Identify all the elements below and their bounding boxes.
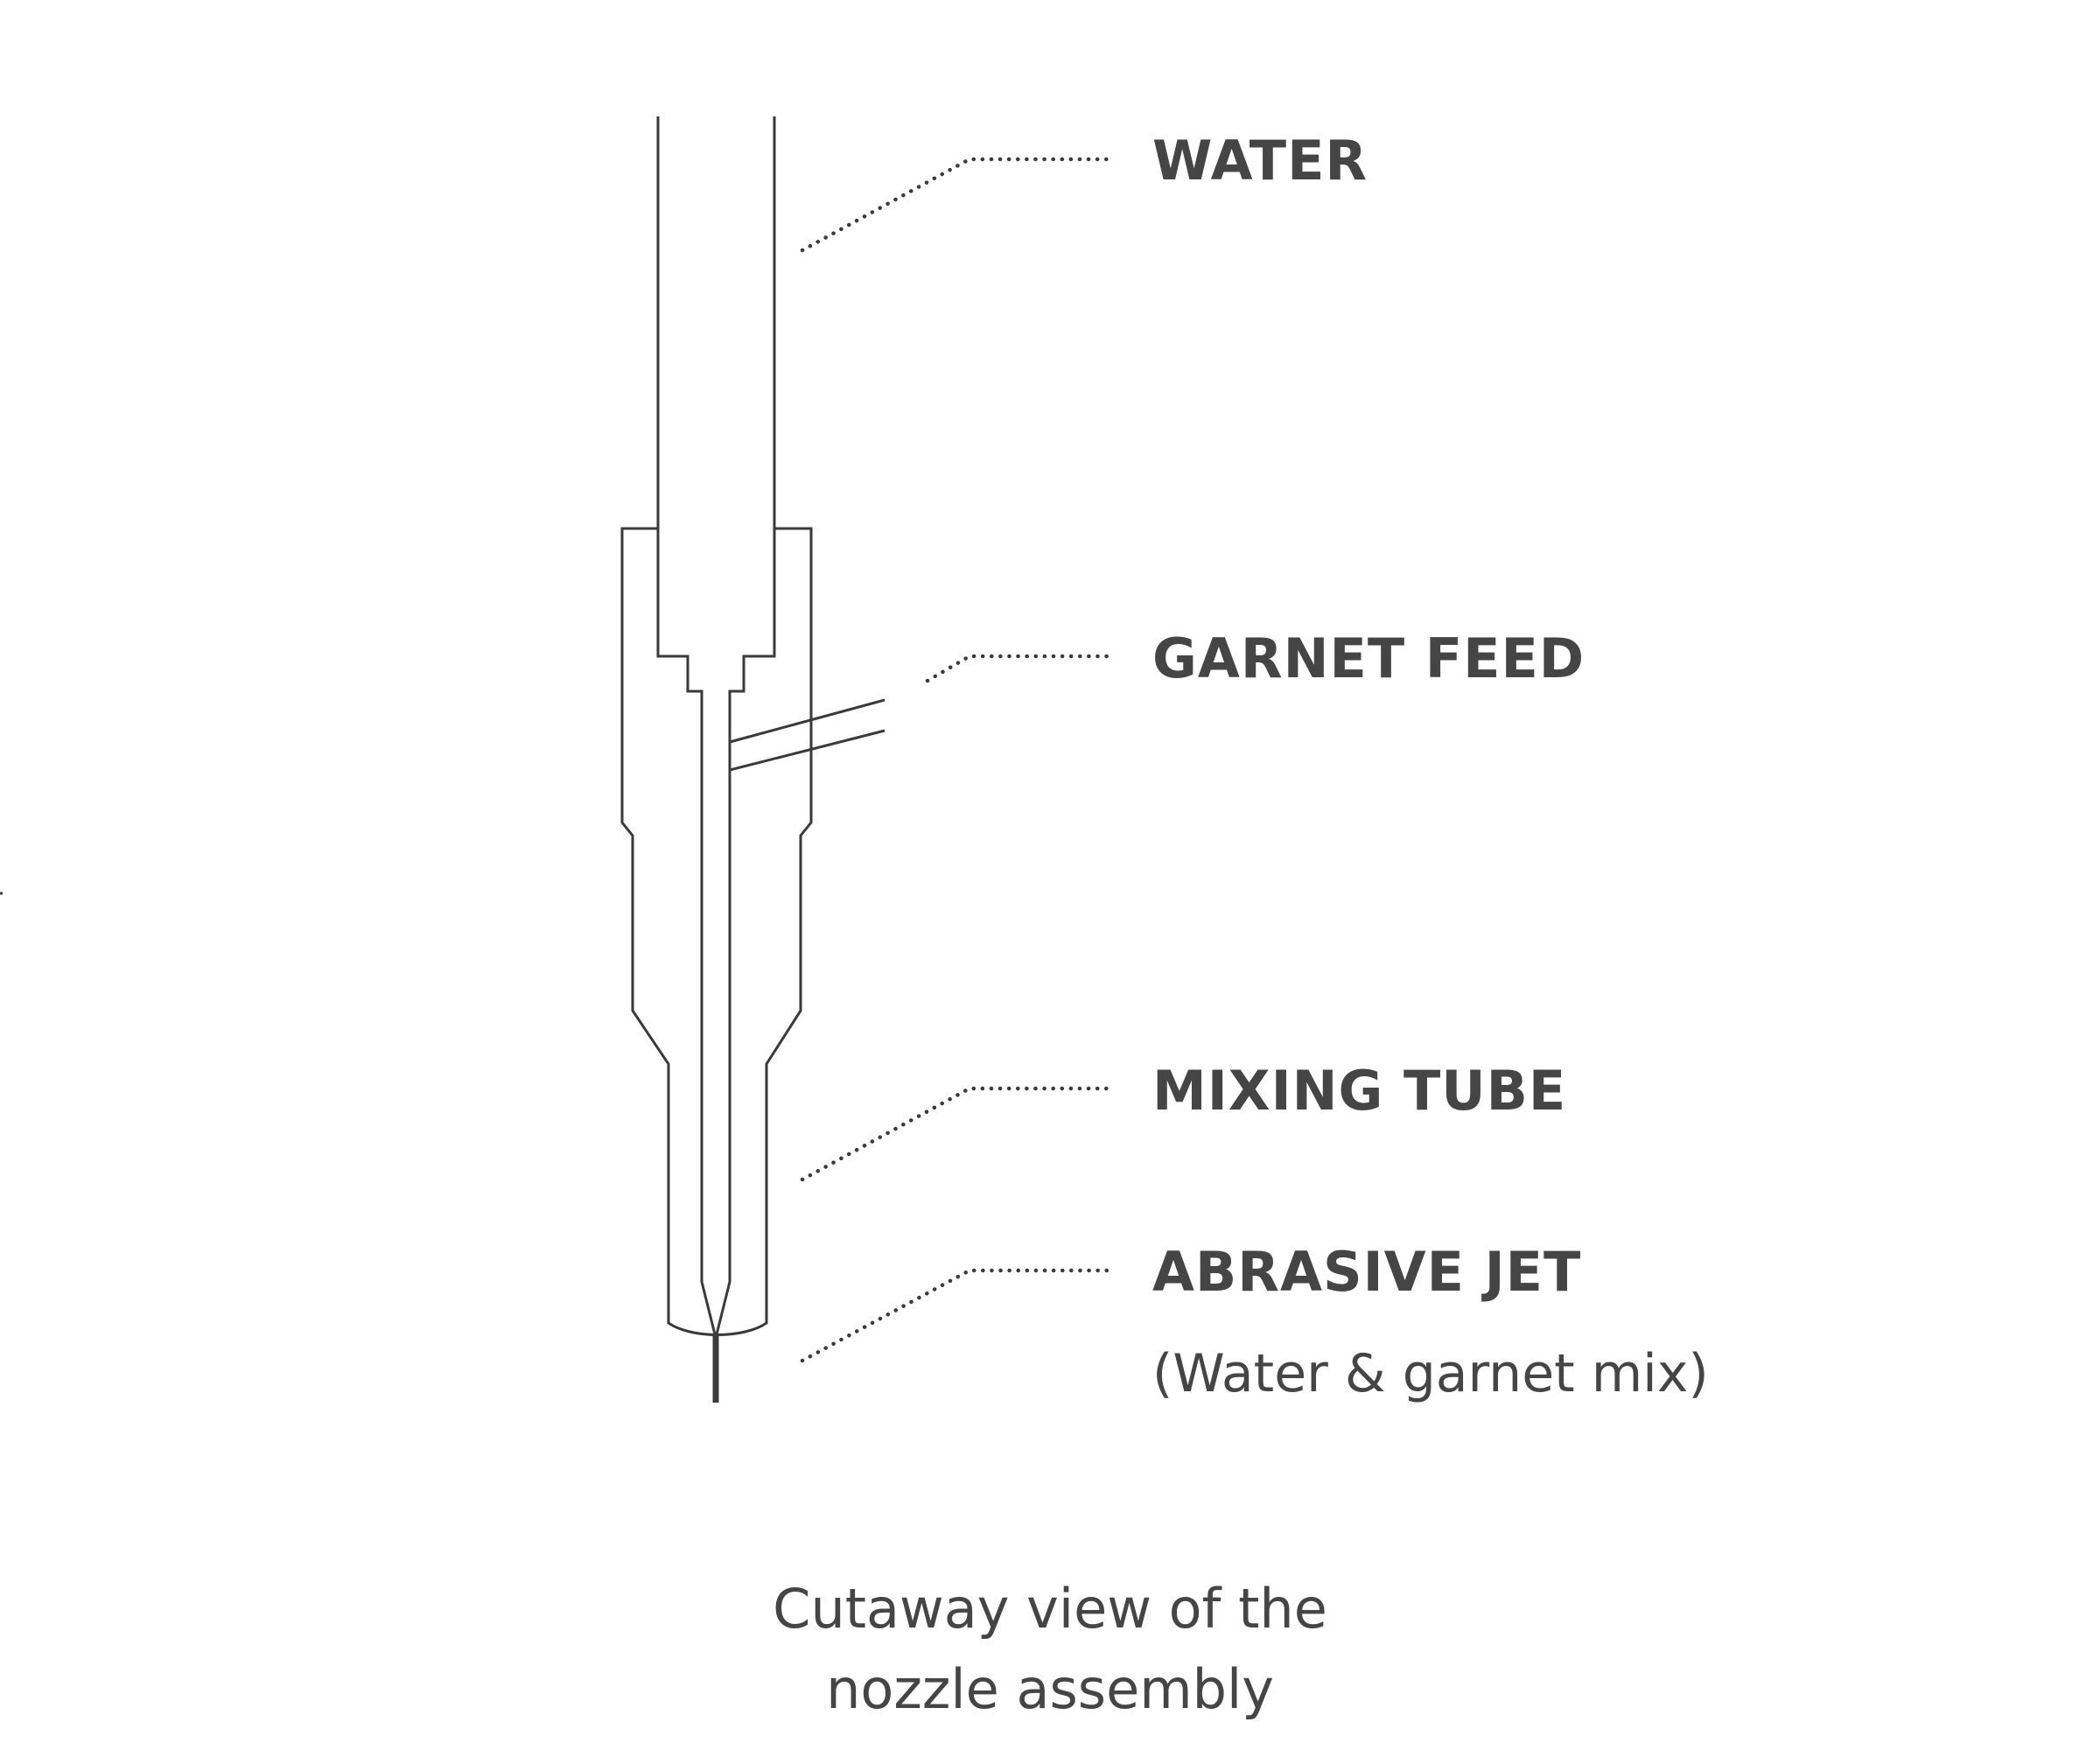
leader-abrasive-jet <box>800 1268 1116 1363</box>
nozzle-body-outline <box>620 527 813 1336</box>
label-abrasive-jet: ABRASIVE JET <box>1152 1240 1581 1304</box>
label-mixing-tube: MIXING TUBE <box>1152 1059 1566 1123</box>
label-abrasive-jet-note: (Water & garnet mix) <box>1152 1343 1709 1404</box>
leader-mixing-tube <box>800 1086 1116 1182</box>
garnet-feed-channel <box>729 698 886 772</box>
leader-garnet-feed <box>925 654 1116 683</box>
water-inlet-pipe <box>656 116 776 528</box>
caption-line-2: nozzle assembly <box>826 1657 1274 1721</box>
label-garnet-feed: GARNET FEED <box>1152 626 1585 690</box>
caption-line-1: Cutaway view of the <box>773 1577 1327 1641</box>
water-pipe-seat <box>656 528 776 1335</box>
leader-water <box>800 157 1116 253</box>
label-water: WATER <box>1152 129 1368 192</box>
